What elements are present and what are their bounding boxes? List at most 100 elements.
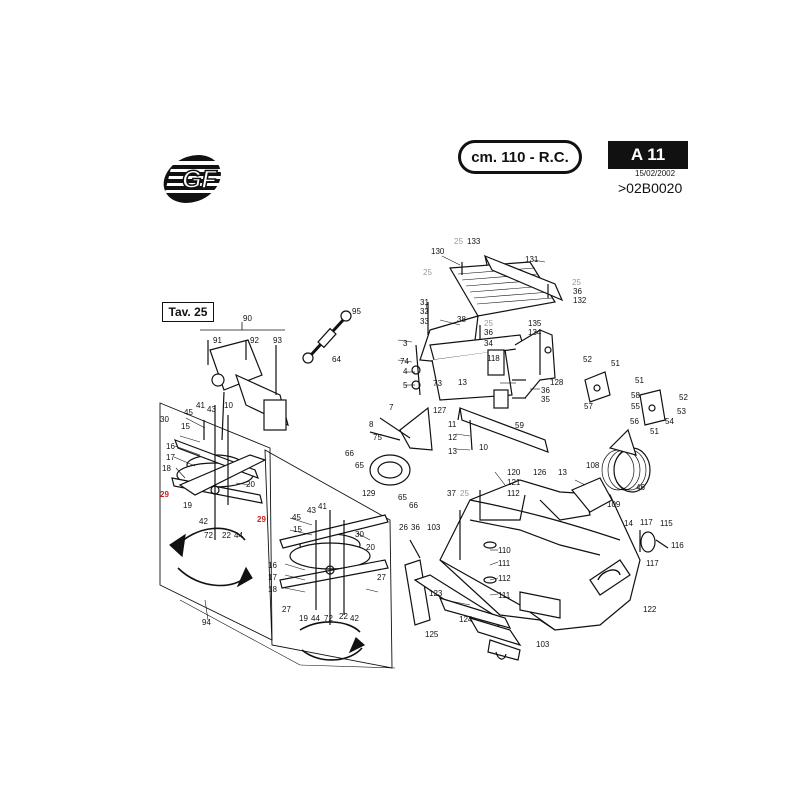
callout: 15 [181,422,190,431]
callout: 41 [318,502,327,511]
callout: 91 [213,336,222,345]
callout: 10 [479,443,488,452]
callout: 59 [515,421,524,430]
callout: 42 [199,517,208,526]
callout: 111 [498,559,511,568]
callout: 35 [541,395,550,404]
callout: 131 [525,255,539,264]
callout: 13 [458,378,467,387]
callout-labels: 130 25 133 131 25 25 36 132 31 32 33 38 … [160,237,688,649]
callout: 130 [431,247,445,256]
callout: 36 [411,523,420,532]
callout: 43 [207,405,216,414]
callout: 121 [507,478,521,487]
callout: 58 [631,391,640,400]
callout: 124 [459,615,473,624]
callout: 25 [423,268,432,277]
callout: 16 [166,442,175,451]
left-blade-assembly [159,402,273,641]
callout: 73 [433,379,442,388]
reference-code: >02B0020 [618,180,683,196]
callout: 111 [498,591,511,600]
callout: 127 [433,406,447,415]
callout: 11 [448,420,457,429]
callout: 120 [507,468,521,477]
callout: 126 [533,468,547,477]
callout: 122 [643,605,657,614]
callout: 20 [246,480,255,489]
table-reference: Tav. 25 [162,302,214,322]
drive-shaft [302,310,352,364]
logo-text: GF [182,166,217,194]
callout: 94 [202,618,211,627]
gearbox-assembly [200,322,289,441]
callout: 74 [400,357,409,366]
callout: 32 [420,307,429,316]
callout: 51 [611,359,620,368]
callout: 14 [624,519,633,528]
callout: 25 [484,319,493,328]
callout: 95 [352,307,361,316]
callout: 53 [677,407,686,416]
callout: 29 [160,490,169,499]
callout: 34 [484,339,493,348]
wheel-assembly [639,530,669,553]
callout: 44 [234,531,243,540]
callout: 17 [166,453,175,462]
callout: 129 [362,489,376,498]
callout: 65 [355,461,364,470]
callout: 123 [429,589,443,598]
callout: 52 [583,355,592,364]
callout: 112 [507,489,520,498]
callout: 128 [550,378,564,387]
callout: 72 [324,614,333,623]
discharge-chute [571,428,651,513]
callout: 51 [635,376,644,385]
callout: 25 [460,489,469,498]
callout: 13 [558,468,567,477]
callout: 18 [268,585,277,594]
callout: 117 [640,518,653,527]
callout: 117 [646,559,659,568]
callout: 43 [307,506,316,515]
callout: 36 [541,386,550,395]
callout: 31 [420,298,429,307]
callout: 133 [467,237,481,246]
callout: 64 [332,355,341,364]
callout: 66 [345,449,354,458]
callout: 36 [573,287,582,296]
guide-bar [457,407,549,453]
callout: 116 [671,541,684,550]
callout: 57 [584,402,593,411]
callout: 75 [373,433,382,442]
callout: 115 [660,519,673,528]
callout: 12 [448,433,457,442]
callout: 4 [403,367,408,376]
callout: 66 [409,501,418,510]
callout: 5 [403,381,408,390]
callout: 46 [636,483,645,492]
callout: 36 [484,328,493,337]
callout: 42 [350,614,359,623]
callout: 30 [355,530,364,539]
callout: 51 [650,427,659,436]
gf-logo: GF [163,155,225,203]
callout: 55 [631,402,640,411]
callout: 134 [528,328,542,337]
callout: 45 [184,408,193,417]
right-blade-assembly [264,449,393,669]
callout: 26 [399,523,408,532]
callout: 10 [224,401,233,410]
model-label: cm. 110 - R.C. [458,140,582,174]
date-label: 15/02/2002 [635,169,676,178]
callout: 13 [448,447,457,456]
callout: 20 [366,543,375,552]
top-plate-assembly [411,254,564,409]
callout: 72 [204,531,213,540]
callout: 103 [427,523,441,532]
callout: 16 [268,561,277,570]
callout: 29 [257,515,266,524]
callout: 108 [586,461,600,470]
callout: 65 [398,493,407,502]
